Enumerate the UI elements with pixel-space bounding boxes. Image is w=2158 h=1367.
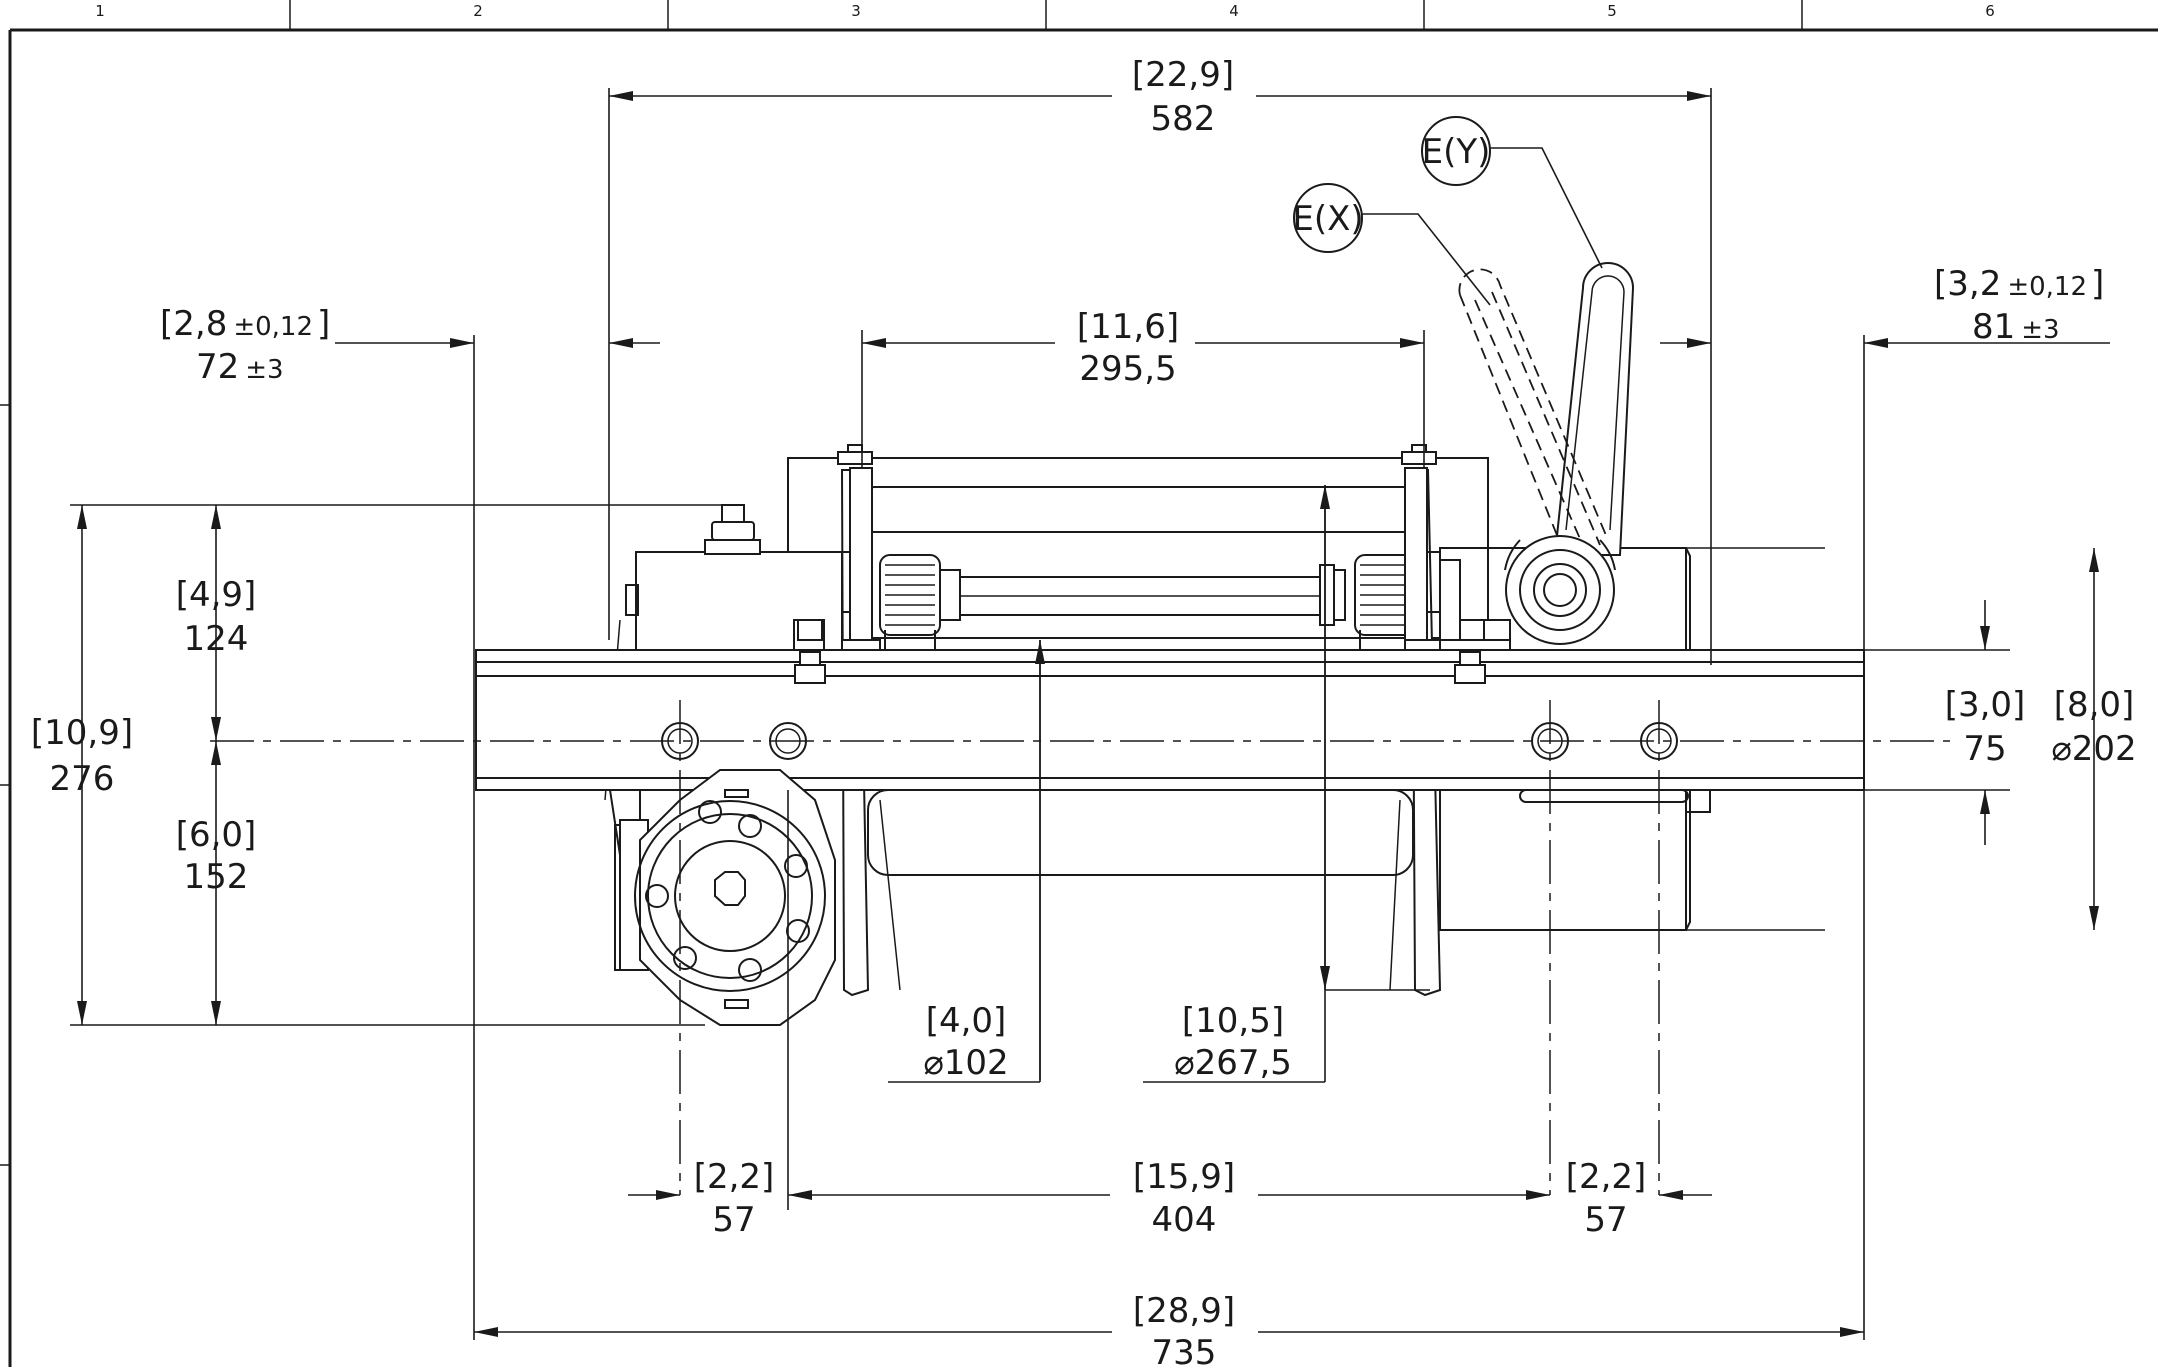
dim-overall-inch: [28,9] [1133, 1291, 1235, 1331]
dim-right-offset-mm-text: 81±3 [1972, 307, 2060, 347]
zone-number-5: 5 [1607, 2, 1617, 20]
dim-hole-span-inch: [15,9] [1133, 1157, 1235, 1197]
dim-drum-length-mm: 295,5 [1079, 349, 1176, 389]
dim-upper-height-mm: 124 [184, 619, 249, 659]
balloon-ey [1421, 116, 1603, 269]
dim-motor-dia-inch: [8,0] [2054, 685, 2135, 725]
top-fitting [704, 539, 761, 555]
dim-overall-mm: 735 [1152, 1333, 1217, 1367]
dim-left-offset-mm-text: 72±3 [196, 347, 284, 387]
left-bracket [849, 467, 873, 644]
dim-hole-left-mm: 57 [712, 1200, 755, 1240]
dim-hole-span-mm: 404 [1152, 1200, 1217, 1240]
zone-number-3: 3 [851, 2, 861, 20]
mounting-channel [475, 649, 1865, 791]
dim-drum-dia-mm: ⌀102 [923, 1043, 1008, 1083]
zone-number-1: 1 [95, 2, 105, 20]
right-bracket [1404, 467, 1428, 644]
dim-left-offset-inch-text: [2,8±0,12] [160, 304, 330, 344]
zone-number-6: 6 [1985, 2, 1995, 20]
balloon-ex [1293, 183, 1491, 306]
dim-motor-dia-mm: ⌀202 [2051, 729, 2136, 769]
center-lines [210, 700, 1950, 1195]
balloon-ey-label: E(Y) [1422, 132, 1491, 172]
dim-flange-dia-mm: ⌀267,5 [1174, 1043, 1292, 1083]
dim-drum-length-inch: [11,6] [1077, 307, 1179, 347]
dim-hole-right-inch: [2,2] [1566, 1157, 1647, 1197]
dim-hole-right-mm: 57 [1584, 1200, 1627, 1240]
dim-channel-inch: [3,0] [1945, 685, 2026, 725]
dim-right-offset-inch-text: [3,2±0,12] [1934, 264, 2104, 304]
dim-lower-height-inch: [6,0] [176, 815, 257, 855]
zone-number-2: 2 [473, 2, 483, 20]
end-cover [608, 769, 836, 1026]
dim-flange-dia-inch: [10,5] [1182, 1001, 1284, 1041]
channel-bolts [794, 619, 1486, 684]
dim-top-width-mm: 582 [1151, 99, 1216, 139]
dim-total-height-mm: 276 [50, 759, 115, 799]
clutch-handle [1458, 262, 1635, 645]
drum-body [867, 789, 1414, 876]
dim-upper-height-inch: [4,9] [176, 575, 257, 615]
winch-drawing [475, 262, 1865, 1026]
tie-bar [867, 486, 1413, 533]
dim-top-width-inch: [22,9] [1132, 55, 1234, 95]
dim-lower-height-mm: 152 [184, 857, 249, 897]
dim-channel-mm: 75 [1963, 729, 2006, 769]
balloon-ex-label: E(X) [1292, 199, 1363, 239]
dimension-lines [77, 91, 2110, 1337]
top-bolt-right [1401, 444, 1437, 465]
left-spring [879, 554, 961, 650]
dim-drum-dia-inch: [4,0] [926, 1001, 1007, 1041]
zone-number-4: 4 [1229, 2, 1239, 20]
dim-hole-left-inch: [2,2] [694, 1157, 775, 1197]
dim-total-height-inch: [10,9] [31, 713, 133, 753]
electric-motor [1439, 547, 1687, 931]
top-bolt-left [837, 444, 873, 465]
